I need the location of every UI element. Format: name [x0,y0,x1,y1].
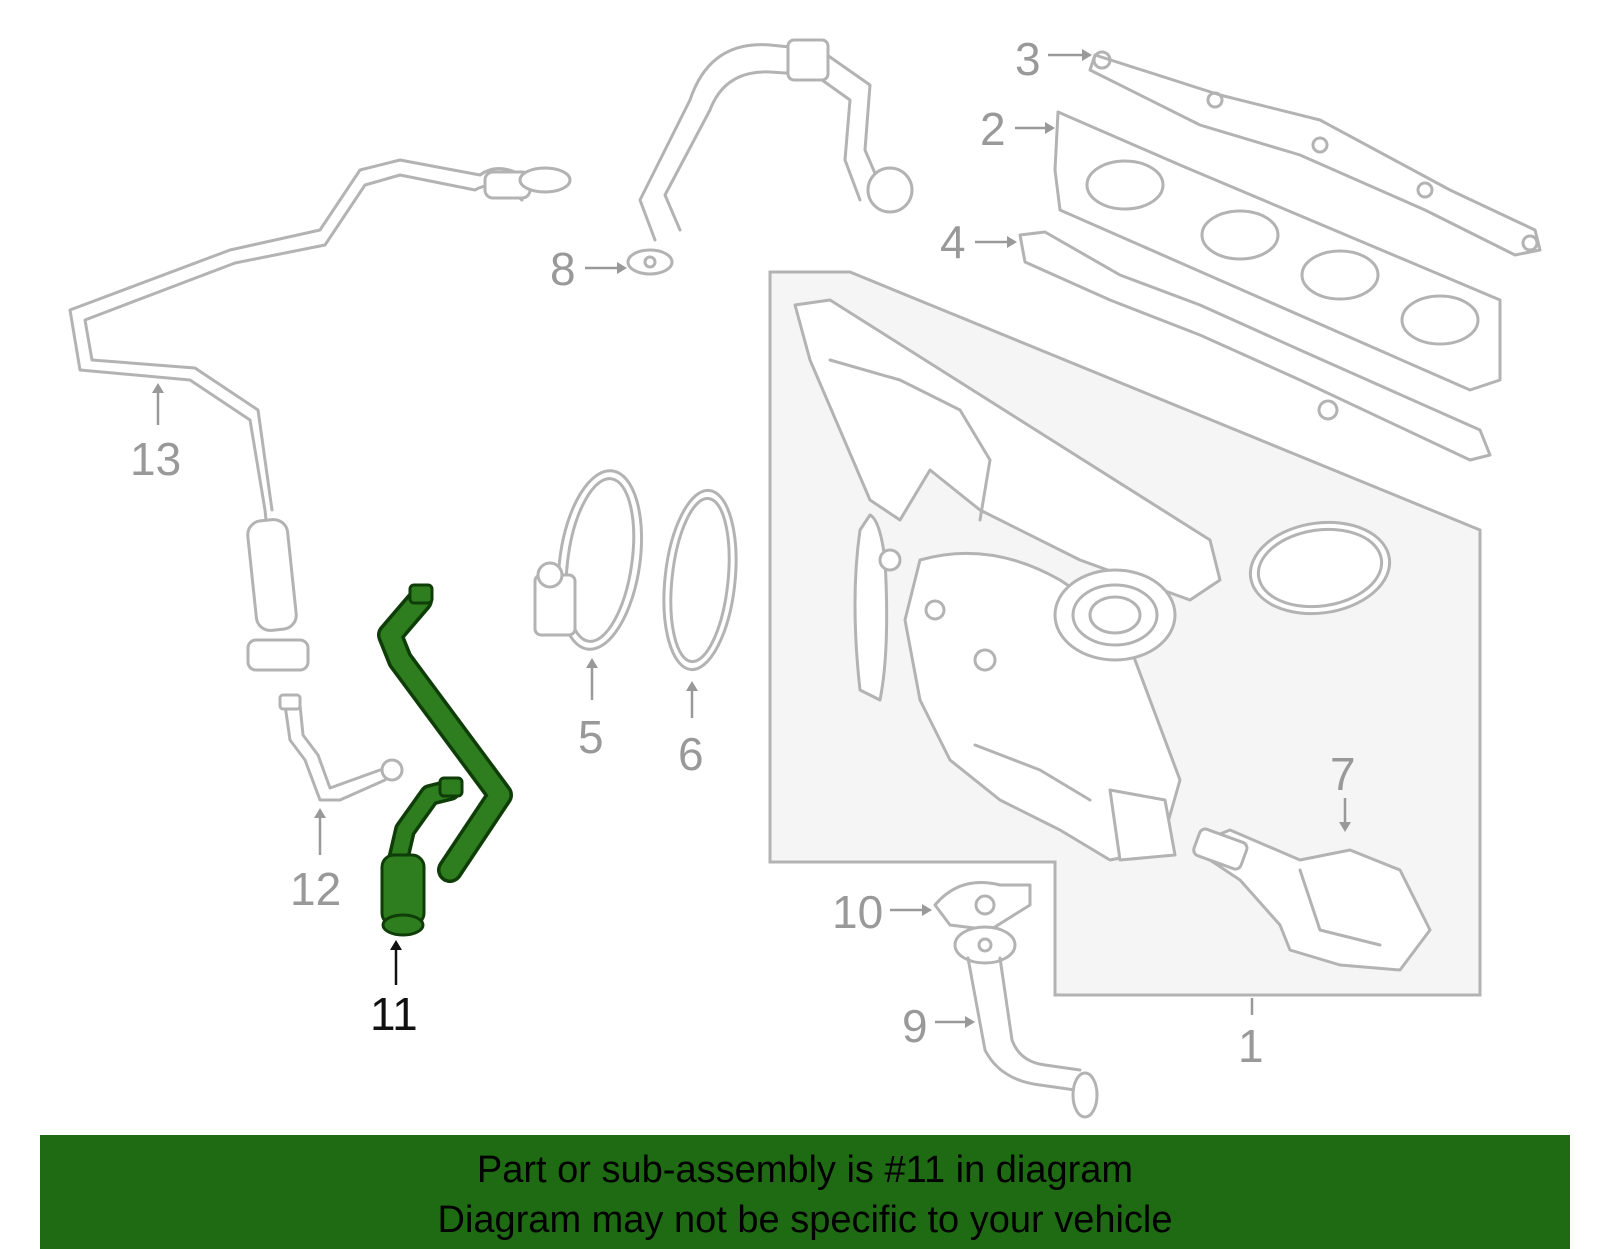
svg-text:7: 7 [1330,748,1356,800]
part-1-turbocharger[interactable] [793,298,1222,862]
callout-11: 11 [370,940,418,1040]
part-7-actuator[interactable] [1192,827,1432,972]
part-3-gasket[interactable] [1088,50,1542,257]
part-4-heat-shield[interactable] [1018,230,1492,462]
part-11-oil-line[interactable] [377,583,513,937]
callout-5: 5 [578,658,604,763]
part-13-sensor-line[interactable] [68,158,572,672]
svg-text:2: 2 [980,103,1006,155]
callout-10: 10 [832,886,932,938]
callout-2: 2 [980,103,1055,155]
banner-line-part: Part or sub-assembly is #11 in diagram [476,1149,1134,1191]
svg-text:4: 4 [940,216,966,268]
part-2-manifold-gasket[interactable] [1053,110,1502,392]
part-12-line[interactable] [278,693,404,802]
callout-4: 4 [940,216,1017,268]
info-banner: Part or sub-assembly is #11 in diagram D… [40,1135,1570,1249]
part-6-gasket-ring[interactable] [656,487,744,673]
svg-text:3: 3 [1015,33,1041,85]
svg-text:5: 5 [578,711,604,763]
part-9-pipe[interactable] [953,925,1099,1119]
svg-text:13: 13 [130,433,181,485]
banner-line-disclaimer: Diagram may not be specific to your vehi… [437,1199,1173,1241]
part-5-vband-clamp[interactable] [533,465,652,654]
svg-text:12: 12 [290,863,341,915]
part-10-flange-gasket[interactable] [933,881,1032,932]
callout-3: 3 [1015,33,1092,85]
callout-9: 9 [902,1000,975,1052]
callout-1: 1 [1238,998,1264,1072]
svg-text:10: 10 [832,886,883,938]
svg-text:8: 8 [550,243,576,295]
svg-text:9: 9 [902,1000,928,1052]
callout-13: 13 [130,383,181,485]
turbo-outlet-gasket[interactable] [1244,514,1395,623]
svg-text:6: 6 [678,728,704,780]
callout-8: 8 [550,243,627,295]
callout-6: 6 [678,681,704,780]
svg-text:11: 11 [370,988,418,1040]
part-8-hose[interactable] [626,38,914,276]
callout-7: 7 [1330,748,1356,832]
callout-12: 12 [290,808,341,915]
svg-text:1: 1 [1238,1020,1264,1072]
